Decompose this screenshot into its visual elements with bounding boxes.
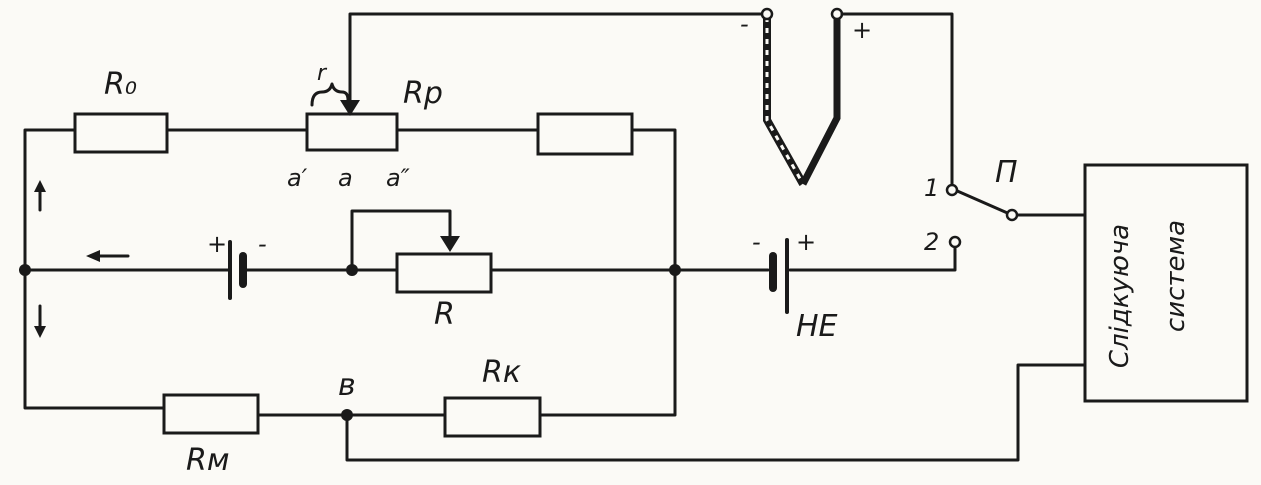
label-pos-2: 2 [924,228,939,256]
label-r: R [434,297,455,332]
polarity-battery-minus: - [258,230,267,258]
arrow-down-icon [34,304,46,338]
wire-rheostat-bypass [350,209,452,272]
label-r-small: r [317,61,328,86]
label-a: a [338,164,353,192]
wire-thermocouple-plus [840,12,954,190]
tracking-system-label-1: Слідкуюча [1105,224,1135,368]
label-pos-1: 1 [924,174,939,202]
polarity-ne-plus: + [796,228,816,256]
brace-r-icon [310,82,350,107]
resistor-right-top [536,112,634,156]
label-node-b: в [338,368,356,403]
wire-top-branch [23,128,77,272]
arrow-left-icon [86,250,130,262]
label-rm: Rм [186,443,229,478]
thermocouple-plus-leg [799,17,841,186]
polarity-battery-plus: + [207,230,227,258]
junction-b [341,409,353,421]
wire-b-to-system [345,363,1087,462]
junction-left [19,264,31,276]
resistor-rm [162,393,260,435]
label-rp: Rр [403,76,443,111]
junction-right [669,264,681,276]
resistor-rp [305,112,399,152]
wire-bottom-left [23,268,166,410]
resistor-r [395,252,493,294]
switch-contact-1 [945,183,959,197]
wire-slider-to-thermocouple [348,12,769,112]
resistor-rk [443,396,542,438]
label-a-dprime: a″ [386,164,410,192]
tracking-system-label-2: система [1161,220,1191,332]
thermocouple-minus-leg [763,17,807,186]
tracking-system-box [1083,163,1249,403]
slider-arrow-icon [340,100,360,116]
thermocouple-minus-terminal [760,7,774,21]
arrow-up-icon [34,180,46,212]
switch-contact-2 [948,235,962,249]
label-switch: П [995,155,1018,190]
junction-rheostat [346,264,358,276]
switch-blade [953,188,1014,217]
switch-pivot [1005,208,1019,222]
polarity-thermocouple-minus: - [740,10,749,38]
label-a-prime: a′ [287,164,308,192]
wire-top-right [538,128,677,417]
polarity-thermocouple-plus: + [852,16,872,44]
label-rk: Rк [482,355,521,390]
label-r0: R₀ [104,67,137,102]
thermocouple-minus-hatch [765,17,805,185]
wire-ne-to-switch [788,242,957,272]
resistor-r0 [73,112,169,154]
polarity-ne-minus: - [752,228,761,256]
rheostat-arrow-icon [440,236,460,252]
label-ne: НЕ [796,309,838,344]
